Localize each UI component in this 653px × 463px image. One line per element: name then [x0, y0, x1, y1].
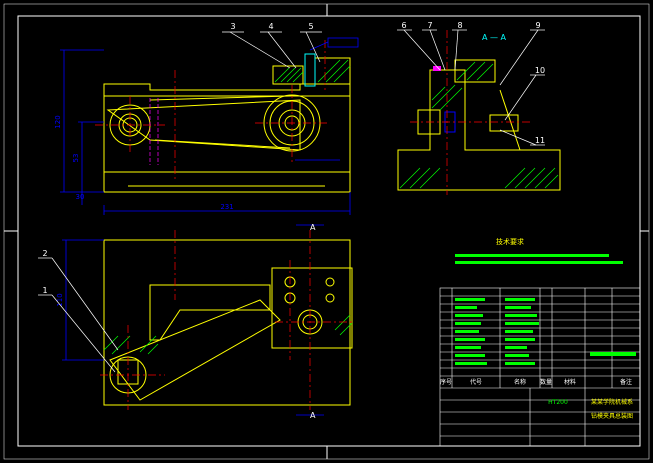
- balloon-11: 11: [535, 136, 545, 145]
- title-drawing-name: 钻模夹具总装图: [591, 412, 633, 420]
- front-view: 120 53 30 231 3 4 5: [54, 22, 359, 215]
- section-view-a-a: 6 7 8 9 10 11 A — A: [397, 21, 561, 195]
- balloon-1: 1: [42, 286, 47, 295]
- balloon-6: 6: [401, 21, 406, 30]
- section-arrow-top: A: [310, 223, 316, 232]
- parts-list-text-marks: [455, 298, 636, 365]
- dim-base-height: 30: [76, 193, 85, 201]
- dim-overall-width: 231: [220, 203, 233, 211]
- balloon-8: 8: [457, 21, 462, 30]
- dim-mid-height: 53: [72, 154, 80, 163]
- dim-overall-height: 120: [54, 115, 62, 128]
- balloon-10: 10: [535, 66, 545, 75]
- title-material: HT200: [548, 399, 568, 406]
- title-school: 某某学院机械系: [591, 398, 633, 406]
- section-label: A — A: [482, 33, 507, 42]
- col-header-name: 名称: [514, 378, 526, 386]
- technical-requirements: 技术要求: [455, 237, 623, 264]
- plan-view: 110 A A 2 1: [38, 223, 355, 420]
- balloon-3: 3: [230, 22, 235, 31]
- col-header-index: 序号: [440, 378, 452, 386]
- dim-plan-height: 110: [56, 293, 64, 306]
- col-header-code: 代号: [470, 378, 482, 386]
- drawing-frame: [3, 3, 650, 460]
- balloon-2: 2: [42, 249, 47, 258]
- tech-requirements-title: 技术要求: [496, 237, 524, 246]
- balloon-4: 4: [268, 22, 273, 31]
- col-header-remark: 备注: [620, 378, 632, 386]
- balloon-5: 5: [308, 22, 313, 31]
- col-header-material: 材料: [564, 378, 576, 386]
- balloon-9: 9: [535, 21, 540, 30]
- title-block: [439, 287, 641, 447]
- section-arrow-bottom: A: [310, 411, 316, 420]
- balloon-7: 7: [427, 21, 432, 30]
- col-header-qty: 数量: [540, 378, 552, 386]
